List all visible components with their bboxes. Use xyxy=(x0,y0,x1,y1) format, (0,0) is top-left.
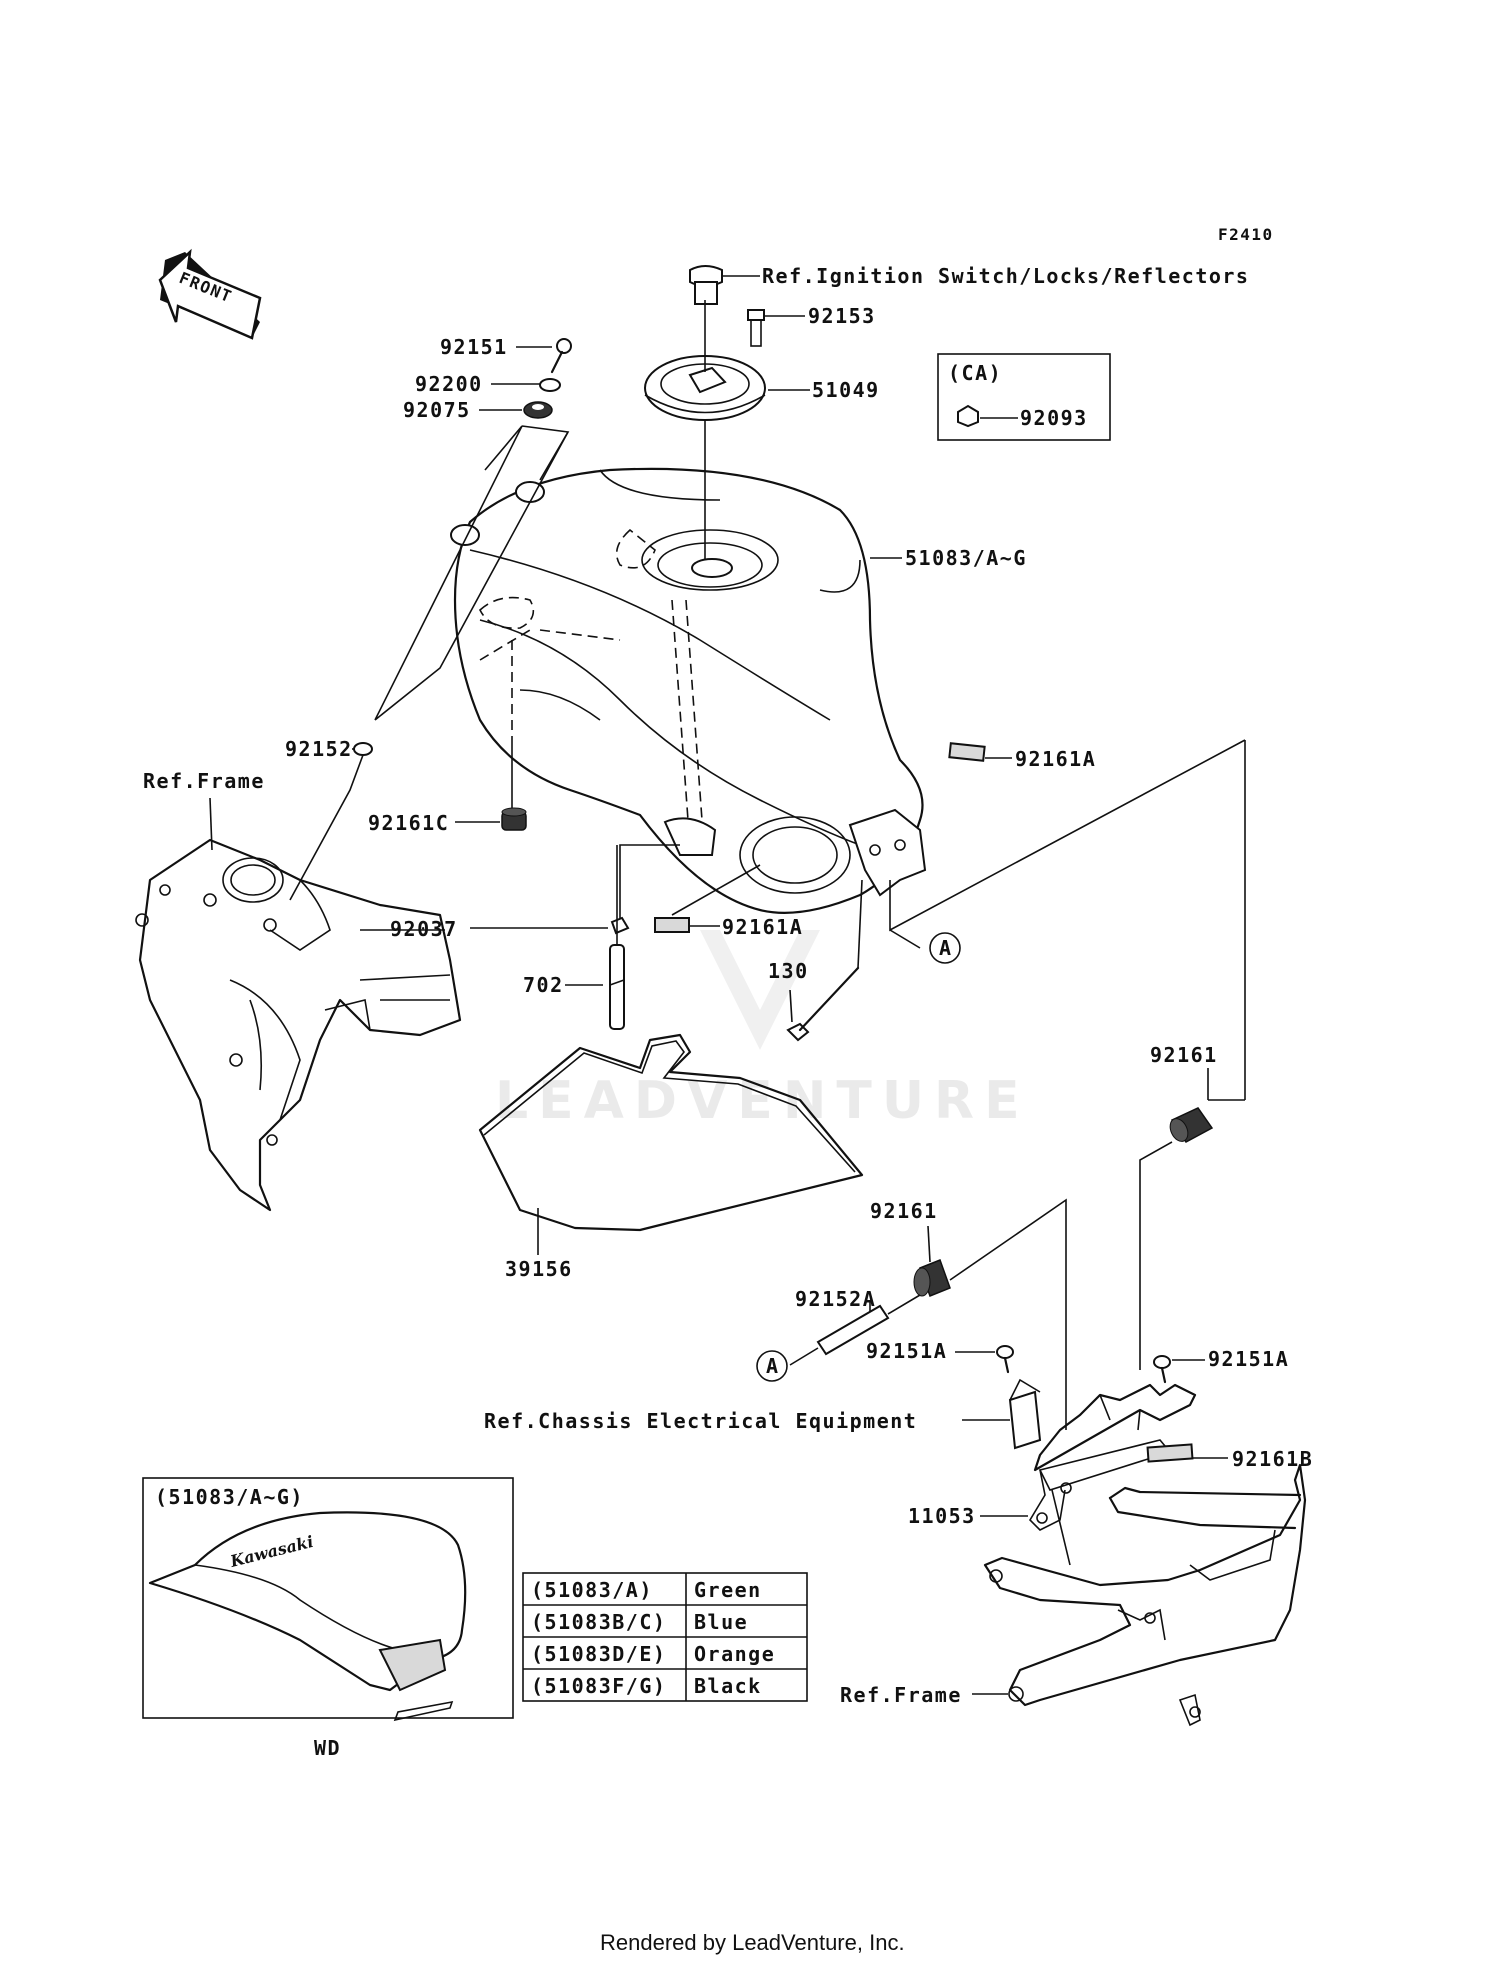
callout-92037: 92037 xyxy=(390,917,458,941)
bolt-92151A-left-part xyxy=(996,1345,1014,1374)
callout-51049: 51049 xyxy=(812,378,880,402)
rubber-92161B-part xyxy=(1146,1443,1194,1463)
fuel-tank-51083 xyxy=(450,467,927,914)
callout-92153: 92153 xyxy=(808,304,876,328)
callout-92152A: 92152A xyxy=(795,1287,876,1311)
ca-box: (CA) 92093 xyxy=(937,353,1111,441)
bolt-92152-part xyxy=(289,742,373,901)
callout-11053: 11053 xyxy=(908,1504,976,1528)
damper-92161C-part xyxy=(501,807,527,831)
table-row-part: (51083/A) xyxy=(531,1578,653,1602)
callout-92075: 92075 xyxy=(403,398,471,422)
callout-92161-mid: 92161 xyxy=(870,1199,938,1223)
callout-702: 702 xyxy=(523,973,564,997)
table-row-part: (51083F/G) xyxy=(531,1674,666,1698)
pin-702-part xyxy=(609,944,625,1030)
bolt-92153-part xyxy=(747,309,765,347)
rubber-92161A-mid-part xyxy=(654,917,690,933)
circle-a1-label: A xyxy=(939,936,953,960)
damper-92161-mid-part xyxy=(913,1259,951,1297)
figure-code: F2410 xyxy=(1218,225,1274,244)
cap-key-part xyxy=(689,265,723,305)
mat-39156-part xyxy=(478,1033,864,1232)
ref-frame-right-label: Ref.Frame xyxy=(840,1683,962,1707)
table-row-color: Orange xyxy=(694,1642,775,1666)
ref-chassis-label: Ref.Chassis Electrical Equipment xyxy=(484,1409,917,1433)
front-arrow-icon: FRONT xyxy=(158,248,262,340)
ref-ignition-label: Ref.Ignition Switch/Locks/Reflectors xyxy=(762,264,1249,288)
callout-92093: 92093 xyxy=(1020,406,1088,430)
footer-credit: Rendered by LeadVenture, Inc. xyxy=(600,1930,905,1955)
ca-title: (CA) xyxy=(948,361,1002,385)
table-row-color: Black xyxy=(694,1674,762,1698)
inset-caption: WD xyxy=(314,1736,341,1760)
callout-92161A-top: 92161A xyxy=(1015,747,1096,771)
callout-130: 130 xyxy=(768,959,809,983)
filler-cap-51049-part xyxy=(644,355,766,421)
inset-tank-brand: Kawasaki xyxy=(227,1532,315,1571)
inset-tank-part xyxy=(148,1511,467,1692)
table-row-color: Blue xyxy=(694,1610,748,1634)
callout-92200: 92200 xyxy=(415,372,483,396)
relay-bracket-part xyxy=(1008,1378,1042,1450)
watermark-text: LEADVENTURE xyxy=(495,1071,1030,1131)
table-row-part: (51083D/E) xyxy=(531,1642,666,1666)
ref-circle-a2 xyxy=(756,1350,788,1382)
washer-92200-part xyxy=(539,378,561,392)
table-row-color: Green xyxy=(694,1578,762,1602)
watermark: LEADVENTURE xyxy=(495,930,1030,1131)
rubber-92161A-top-part xyxy=(948,742,986,762)
frame-left-part xyxy=(135,838,462,1212)
grommet-92075-part xyxy=(523,401,553,419)
circle-a2-label: A xyxy=(766,1354,780,1378)
ref-circle-a1 xyxy=(929,932,961,964)
callout-92151A-right: 92151A xyxy=(1208,1347,1289,1371)
damper-92161-right-part xyxy=(1169,1107,1214,1143)
callout-39156: 39156 xyxy=(505,1257,573,1281)
callout-92161-right: 92161 xyxy=(1150,1043,1218,1067)
pin-92152A-part xyxy=(816,1304,890,1356)
bolt-92151A-right-part xyxy=(1153,1355,1171,1384)
inset-title: (51083/A~G) xyxy=(155,1485,304,1509)
ref-frame-left-label: Ref.Frame xyxy=(143,769,265,793)
bolt-130-part xyxy=(786,966,860,1042)
callout-51083: 51083/A~G xyxy=(905,546,1027,570)
clip-92037-part xyxy=(610,916,630,935)
frame-right-part xyxy=(983,1463,1307,1727)
inset-box: (51083/A~G) Kawasaki WD xyxy=(142,1477,514,1760)
callout-92161C: 92161C xyxy=(368,811,449,835)
callout-92151: 92151 xyxy=(440,335,508,359)
callout-92151A-left: 92151A xyxy=(866,1339,947,1363)
callout-92152: 92152 xyxy=(285,737,353,761)
color-table: (51083/A) Green (51083B/C) Blue (51083D/… xyxy=(522,1572,808,1702)
bolt-92151-part xyxy=(550,338,572,374)
callout-92161A-mid: 92161A xyxy=(722,915,803,939)
table-row-part: (51083B/C) xyxy=(531,1610,666,1634)
